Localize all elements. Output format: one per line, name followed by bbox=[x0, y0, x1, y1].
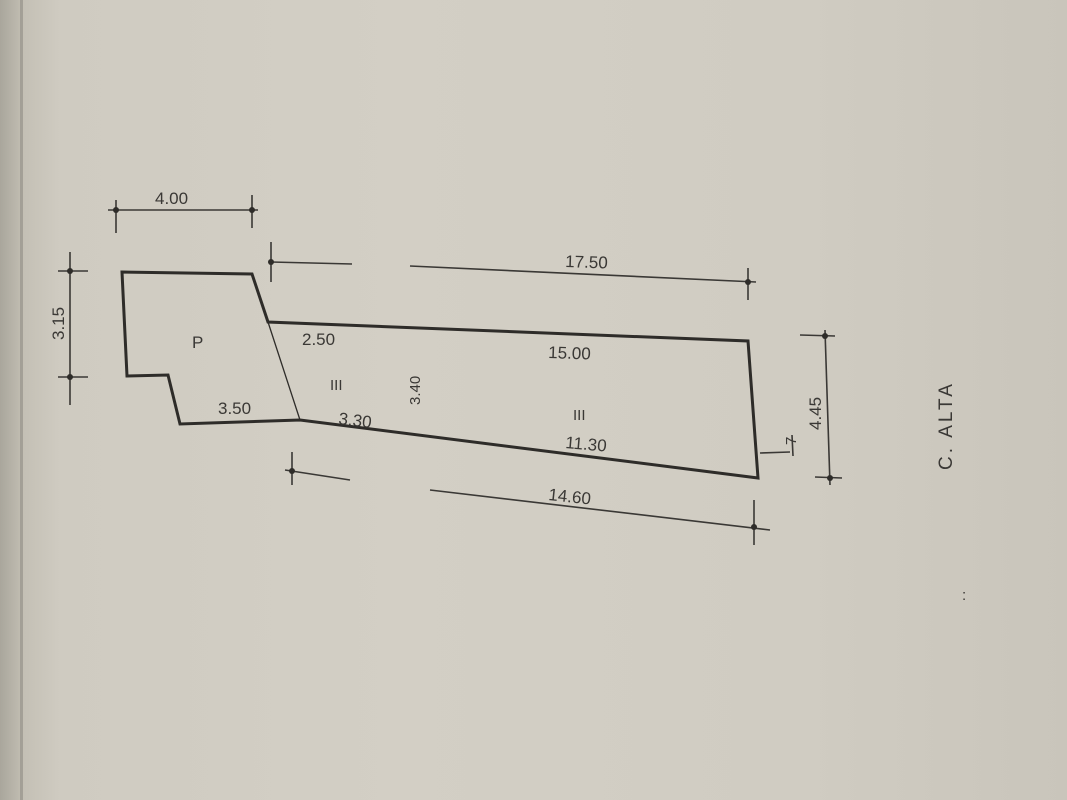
dim-inner-long-top: 15.00 bbox=[548, 343, 591, 363]
dimension-lines bbox=[58, 195, 843, 545]
dim-mid-bottom: 3.30 bbox=[338, 409, 373, 432]
stair-label-2: III bbox=[573, 407, 586, 424]
dim-inner-top: 2.50 bbox=[302, 330, 335, 349]
drawing-title: C. ALTA bbox=[936, 381, 957, 470]
dim-top-width: 4.00 bbox=[155, 189, 188, 208]
stair-label-1: III bbox=[330, 377, 343, 394]
dim-small-offset: 7 bbox=[783, 437, 800, 445]
dim-line-right-height bbox=[824, 329, 831, 486]
dim-overall-bottom: 14.60 bbox=[548, 485, 592, 508]
room-label-p: P bbox=[192, 333, 203, 352]
plan-outline bbox=[120, 270, 760, 480]
dim-line-overall-bottom bbox=[284, 469, 351, 481]
stray-mark: : bbox=[962, 587, 966, 604]
dim-mid-height: 3.40 bbox=[407, 376, 424, 405]
partition-line bbox=[267, 321, 301, 421]
paper-edge bbox=[20, 0, 23, 800]
dim-inner-long-bottom: 11.30 bbox=[565, 433, 608, 456]
dim-p-bottom: 3.50 bbox=[218, 399, 251, 418]
dim-left-height: 3.15 bbox=[49, 307, 68, 340]
dim-line-overall-top bbox=[270, 261, 353, 265]
dim-right-height: 4.45 bbox=[806, 397, 825, 430]
dim-overall-top: 17.50 bbox=[565, 252, 608, 272]
